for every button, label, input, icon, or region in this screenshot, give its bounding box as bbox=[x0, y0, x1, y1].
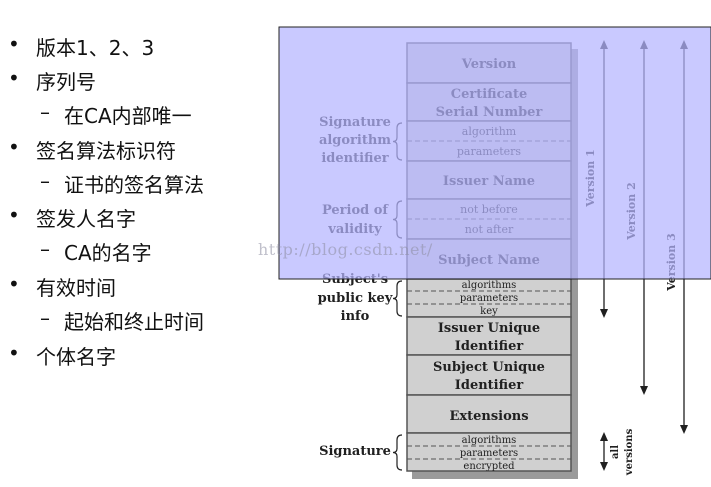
group-label-signature: Signature bbox=[319, 444, 391, 459]
dash-marker: – bbox=[40, 237, 50, 261]
subject-unique-id-field bbox=[406, 354, 572, 396]
highlight-overlay bbox=[278, 26, 711, 280]
all-versions-arrow-head-up bbox=[600, 432, 608, 441]
field-label-sign-encrypted: encrypted bbox=[463, 461, 515, 472]
dash-marker: – bbox=[40, 306, 50, 330]
bullet-marker: • bbox=[8, 135, 20, 159]
bullet-marker: • bbox=[8, 32, 20, 56]
signature-field bbox=[406, 432, 572, 472]
bullet-text: 签发人名字 bbox=[36, 207, 136, 231]
all-versions-arrow-head-down bbox=[600, 462, 608, 471]
version-2-arrow-head-down bbox=[640, 386, 648, 395]
field-label-sign-parameters: parameters bbox=[460, 448, 518, 459]
extensions-field bbox=[406, 394, 572, 434]
bullet-marker: • bbox=[8, 341, 20, 365]
version-3-arrow-head-down bbox=[680, 425, 688, 434]
field-label-sign-algorithms: algorithms bbox=[462, 435, 517, 446]
dash-marker: – bbox=[40, 169, 50, 193]
issuer-unique-id-field bbox=[406, 316, 572, 356]
public-key-brace bbox=[392, 280, 403, 317]
version-1-arrow-head-down bbox=[600, 309, 608, 318]
bullet-text: 证书的签名算法 bbox=[64, 173, 204, 197]
group-label-subject-public-key-info: public key bbox=[318, 291, 393, 306]
all-versions-label: all bbox=[610, 445, 621, 459]
bullet-text: 在CA内部唯一 bbox=[64, 104, 192, 128]
bullet-text: 版本1、2、3 bbox=[36, 36, 155, 60]
bullet-marker: • bbox=[8, 66, 20, 90]
signature-brace bbox=[392, 434, 403, 471]
field-label-issuer-uid-2: Identifier bbox=[455, 339, 524, 354]
all-versions-label: versions bbox=[624, 428, 635, 476]
field-label-pk-parameters: parameters bbox=[460, 293, 518, 304]
bullet-text: 签名算法标识符 bbox=[36, 139, 176, 163]
field-label-pk-key: key bbox=[480, 306, 498, 317]
field-label-subject-uid-2: Identifier bbox=[455, 378, 524, 393]
bullet-text: CA的名字 bbox=[64, 241, 152, 265]
bullet-marker: • bbox=[8, 272, 20, 296]
bullet-text: 序列号 bbox=[36, 70, 96, 94]
dash-marker: – bbox=[40, 100, 50, 124]
field-label-subject-uid-1: Subject Unique bbox=[433, 360, 545, 375]
bullet-text: 个体名字 bbox=[36, 345, 116, 369]
subject-public-key-field bbox=[406, 278, 572, 318]
bullet-marker: • bbox=[8, 203, 20, 227]
field-label-issuer-uid-1: Issuer Unique bbox=[438, 321, 540, 336]
group-label-subject-public-key-info: info bbox=[341, 309, 370, 324]
watermark: http://blog.csdn.net/ bbox=[258, 240, 433, 259]
bullet-text: 有效时间 bbox=[36, 276, 116, 300]
bullet-text: 起始和终止时间 bbox=[64, 310, 204, 334]
field-label-pk-algorithms: algorithms bbox=[462, 280, 517, 291]
field-label-extensions: Extensions bbox=[449, 409, 528, 424]
